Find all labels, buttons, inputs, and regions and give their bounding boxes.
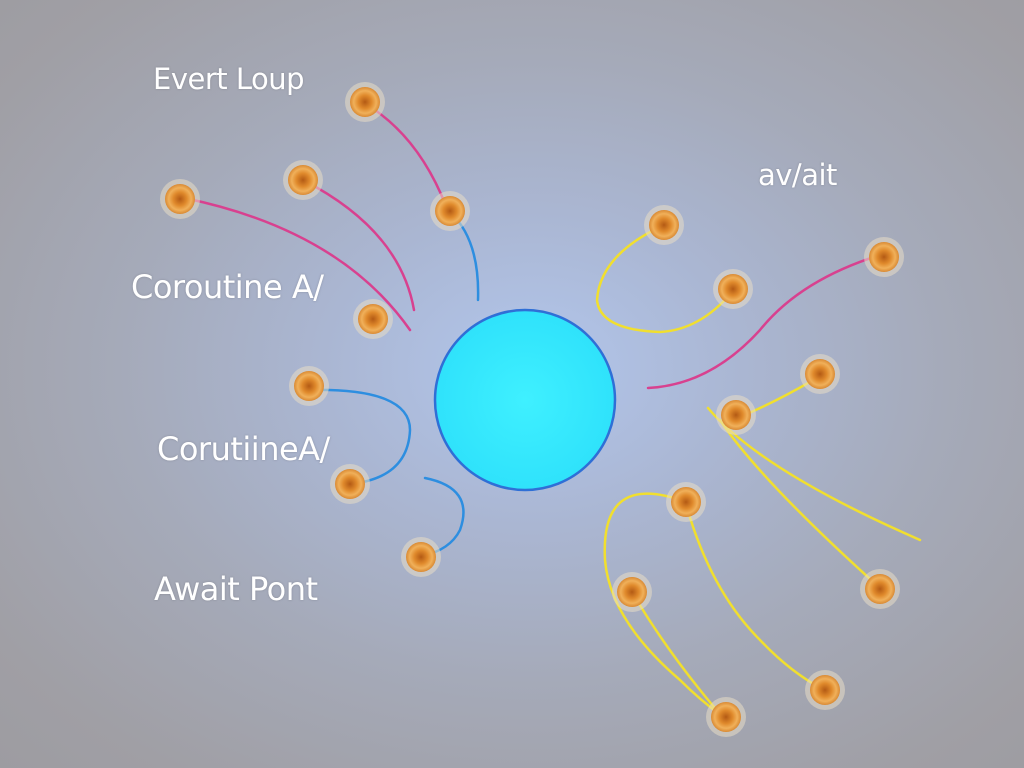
node (283, 160, 323, 200)
magenta-line-2 (301, 178, 416, 312)
node (644, 205, 684, 245)
node (612, 572, 652, 612)
await-point-label: Await Pont (154, 570, 318, 608)
node (713, 269, 753, 309)
yellow-line-4 (718, 418, 882, 590)
node (800, 354, 840, 394)
node (430, 191, 470, 231)
magenta-line-1 (370, 106, 448, 208)
event-loop-hub (433, 308, 617, 492)
event-loop-label: Evert Loup (153, 62, 305, 96)
blue-line-2 (308, 388, 412, 486)
node (330, 464, 370, 504)
node (345, 82, 385, 122)
node (160, 179, 200, 219)
node (805, 670, 845, 710)
node (864, 237, 904, 277)
nodes (160, 82, 904, 737)
node (706, 697, 746, 737)
node (666, 482, 706, 522)
magenta-line-4 (646, 253, 882, 390)
magenta-line-3 (182, 196, 412, 332)
coroutine-a-label: Coroutine A/ (131, 268, 324, 306)
node (289, 366, 329, 406)
node (860, 569, 900, 609)
node (716, 395, 756, 435)
yellow-line-6 (684, 502, 826, 692)
yellow-line-1 (595, 224, 734, 334)
coroutine-a-label-secondary: CorutiineA/ (157, 430, 330, 468)
node (401, 537, 441, 577)
yellow-line-7 (630, 590, 724, 718)
await-label: av/ait (758, 158, 837, 192)
node (353, 299, 393, 339)
